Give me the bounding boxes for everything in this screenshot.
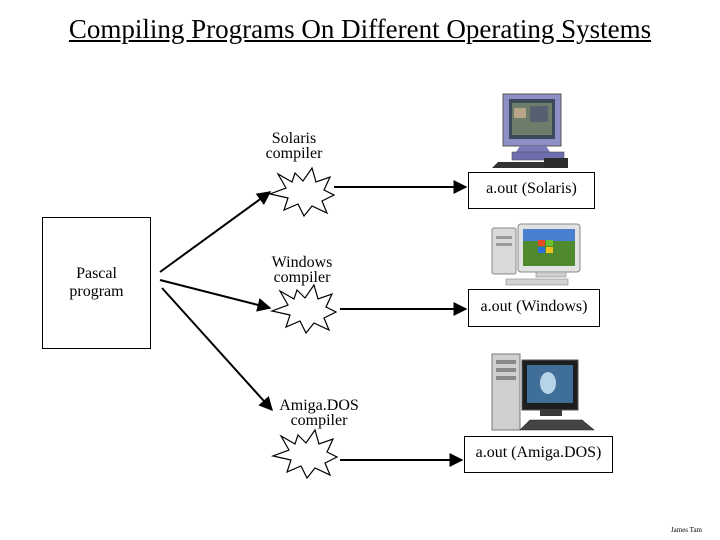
windows-compiler-burst <box>269 283 338 335</box>
arrow-to-solaris-compiler <box>159 191 272 273</box>
solaris-label-line1: Solaris <box>271 130 317 147</box>
pascal-label-line1: Pascal <box>76 265 117 282</box>
amigados-label-line2: compiler <box>290 412 348 429</box>
windows-label-line1: Windows <box>271 254 333 271</box>
windows-label-line2: compiler <box>273 269 331 286</box>
pascal-label-line2: program <box>69 283 124 300</box>
slide-title: Compiling Programs On Different Operatin… <box>68 14 652 44</box>
pascal-program-label: Pascal program <box>42 265 151 301</box>
amigados-label-line1: Amiga.DOS <box>279 397 359 414</box>
windows-compiler-label: Windows compiler <box>262 254 342 286</box>
amigados-output-label: a.out (Amiga.DOS) <box>475 444 602 461</box>
sun-workstation-icon <box>492 93 568 168</box>
amigados-output-box <box>464 436 613 473</box>
windows-xp-pc-icon <box>491 223 581 286</box>
arrow-to-windows-compiler <box>159 279 272 312</box>
author-credit: James Tam <box>670 526 702 534</box>
solaris-compiler-label: Solaris compiler <box>258 130 330 162</box>
windows-output-label: a.out (Windows) <box>480 298 588 315</box>
solaris-label-line2: compiler <box>265 145 323 162</box>
amigados-compiler-burst <box>270 428 339 480</box>
solaris-compiler-burst <box>267 166 336 218</box>
solaris-output-box <box>468 172 595 209</box>
amigados-compiler-label: Amiga.DOS compiler <box>270 397 368 429</box>
arrow-to-amigados-compiler <box>161 287 273 412</box>
pascal-program-box <box>42 217 151 349</box>
amiga-tower-pc-icon <box>491 353 595 431</box>
solaris-output-label: a.out (Solaris) <box>486 180 577 197</box>
windows-output-box <box>468 289 600 327</box>
